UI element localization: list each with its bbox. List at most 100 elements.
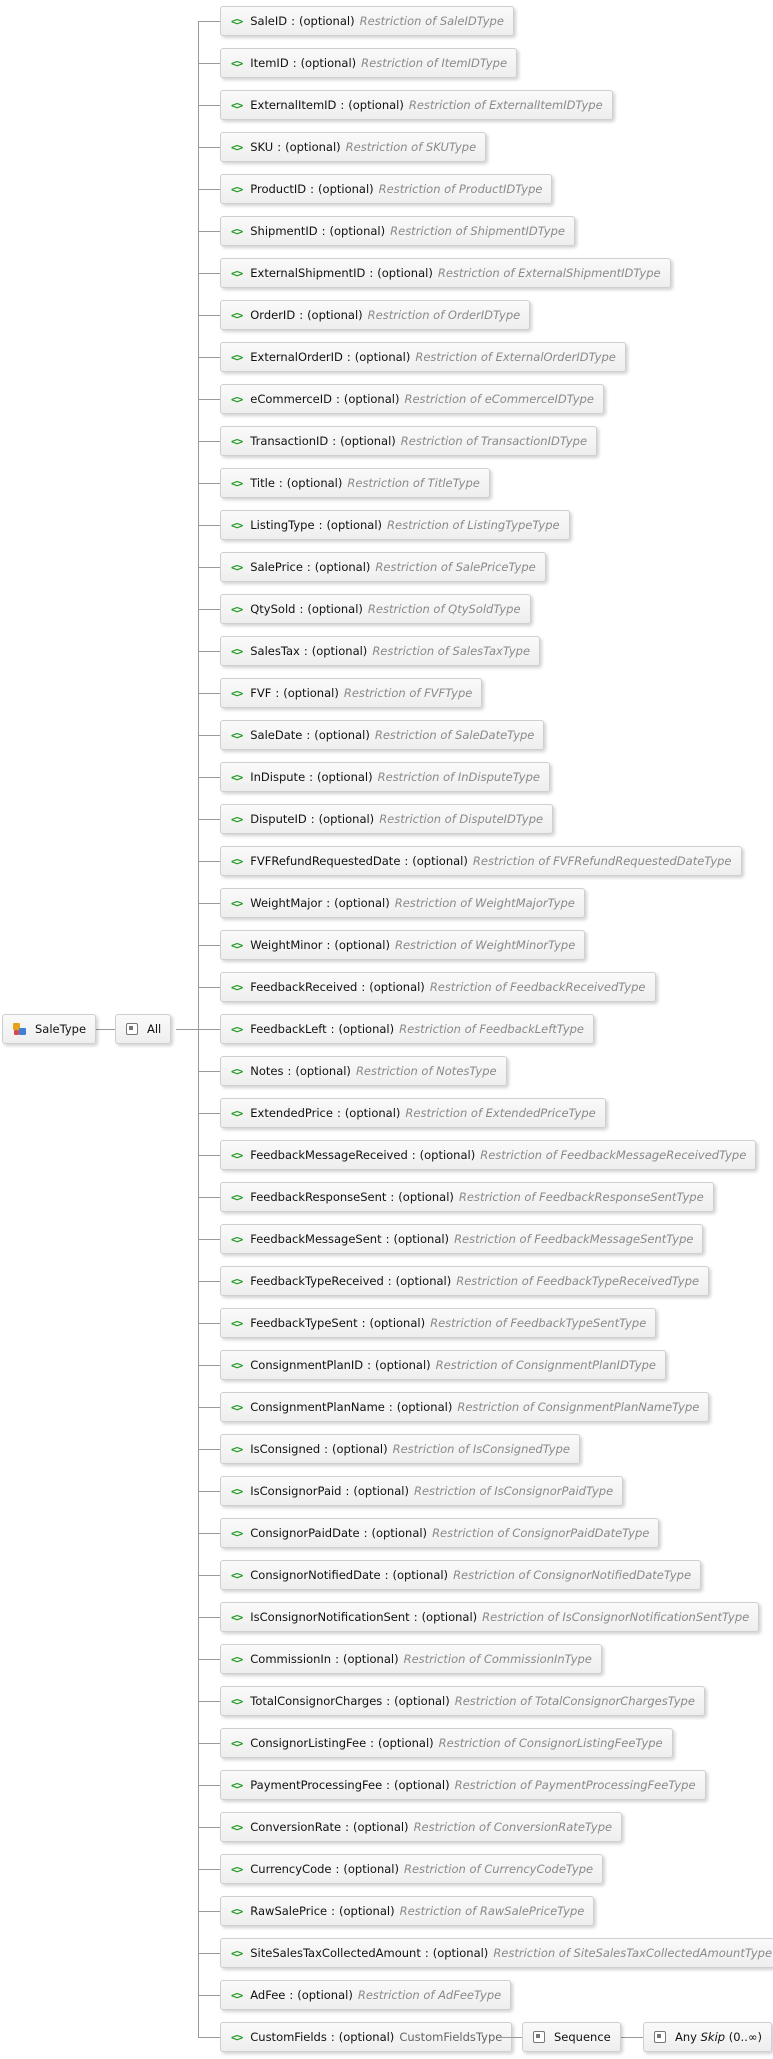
element-node[interactable]: <>ExternalOrderID:(optional)Restriction … [220, 342, 626, 372]
element-node[interactable]: <>InDispute:(optional)Restriction of InD… [220, 762, 550, 792]
element-node[interactable]: <>ConsignmentPlanName:(optional)Restrict… [220, 1392, 710, 1422]
element-node[interactable]: <>FeedbackLeft:(optional)Restriction of … [220, 1014, 595, 1044]
element-node[interactable]: <>FVF:(optional)Restriction of FVFType [220, 678, 483, 708]
element-node[interactable]: <>FVFRefundRequestedDate:(optional)Restr… [220, 846, 742, 876]
element-node[interactable]: <>SalePrice:(optional)Restriction of Sal… [220, 552, 546, 582]
element-node[interactable]: <>FeedbackMessageSent:(optional)Restrict… [220, 1224, 704, 1254]
element-node[interactable]: <>SaleDate:(optional)Restriction of Sale… [220, 720, 545, 750]
element-node[interactable]: <>TotalConsignorCharges:(optional)Restri… [220, 1686, 705, 1716]
element-node[interactable]: <>ConsignorListingFee:(optional)Restrict… [220, 1728, 673, 1758]
element-node[interactable]: <>eCommerceID:(optional)Restriction of e… [220, 384, 604, 414]
element-node[interactable]: <>OrderID:(optional)Restriction of Order… [220, 300, 531, 330]
element-occurrence: (optional) [285, 140, 341, 154]
element-node[interactable]: <>ExternalItemID:(optional)Restriction o… [220, 90, 613, 120]
element-node[interactable]: <>ProductID:(optional)Restriction of Pro… [220, 174, 553, 204]
sequence-compositor[interactable]: Sequence [522, 2022, 621, 2052]
element-icon: <> [231, 98, 243, 112]
root-complex-type[interactable]: SaleType [2, 1014, 97, 1044]
element-node[interactable]: <>SalesTax:(optional)Restriction of Sale… [220, 636, 541, 666]
element-node[interactable]: <>IsConsignorNotificationSent:(optional)… [220, 1602, 760, 1632]
element-node[interactable]: <>DisputeID:(optional)Restriction of Dis… [220, 804, 554, 834]
element-separator: : [310, 182, 315, 196]
element-icon: <> [231, 518, 243, 532]
element-occurrence: (optional) [395, 1274, 452, 1288]
element-name: SalesTax [250, 644, 300, 658]
element-name: SalePrice [250, 560, 303, 574]
element-node[interactable]: <>AdFee:(optional)Restriction of AdFeeTy… [220, 1980, 512, 2010]
element-node[interactable]: <>CustomFields:(optional)CustomFieldsTyp… [220, 2022, 513, 2052]
element-separator: : [346, 350, 351, 364]
root-type-label: SaleType [35, 1022, 87, 1036]
element-separator: : [306, 728, 311, 742]
element-node[interactable]: <>PaymentProcessingFee:(optional)Restric… [220, 1770, 706, 1800]
element-node[interactable]: <>CurrencyCode:(optional)Restriction of … [220, 1854, 604, 1884]
element-connector [198, 2037, 220, 2038]
element-node[interactable]: <>RawSalePrice:(optional)Restriction of … [220, 1896, 595, 1926]
element-node[interactable]: <>ExtendedPrice:(optional)Restriction of… [220, 1098, 606, 1128]
element-node[interactable]: <>IsConsignorPaid:(optional)Restriction … [220, 1476, 624, 1506]
element-node[interactable]: <>ConversionRate:(optional)Restriction o… [220, 1812, 623, 1842]
element-node[interactable]: <>IsConsigned:(optional)Restriction of I… [220, 1434, 580, 1464]
element-node[interactable]: <>WeightMajor:(optional)Restriction of W… [220, 888, 585, 918]
element-node[interactable]: <>FeedbackReceived:(optional)Restriction… [220, 972, 656, 1002]
element-separator: : [321, 224, 326, 238]
element-separator: : [303, 644, 308, 658]
element-separator: : [336, 1106, 341, 1120]
element-name: FVFRefundRequestedDate [250, 854, 401, 868]
element-node[interactable]: <>ListingType:(optional)Restriction of L… [220, 510, 570, 540]
element-type: Restriction of SKUType [345, 140, 477, 154]
element-node[interactable]: <>SiteSalesTaxCollectedAmount:(optional)… [220, 1938, 773, 1968]
element-separator: : [326, 896, 331, 910]
element-connector [198, 63, 220, 64]
element-separator: : [369, 266, 374, 280]
element-node[interactable]: <>QtySold:(optional)Restriction of QtySo… [220, 594, 531, 624]
element-icon: <> [231, 434, 243, 448]
element-occurrence: (optional) [369, 1316, 426, 1330]
element-connector [198, 1743, 220, 1744]
element-icon: <> [231, 1568, 243, 1582]
element-connector [198, 441, 220, 442]
element-node[interactable]: <>ConsignorNotifiedDate:(optional)Restri… [220, 1560, 702, 1590]
element-separator: : [413, 1610, 418, 1624]
element-connector [198, 1533, 220, 1534]
element-separator: : [340, 98, 345, 112]
element-occurrence: (optional) [295, 1064, 351, 1078]
element-node[interactable]: <>ItemID:(optional)Restriction of ItemID… [220, 48, 518, 78]
element-node[interactable]: <>Title:(optional)Restriction of TitleTy… [220, 468, 490, 498]
element-icon: <> [231, 140, 243, 154]
element-node[interactable]: <>ShipmentID:(optional)Restriction of Sh… [220, 216, 575, 246]
element-node[interactable]: <>FeedbackResponseSent:(optional)Restric… [220, 1182, 714, 1212]
element-separator: : [387, 1274, 392, 1288]
all-compositor[interactable]: All [115, 1014, 172, 1044]
element-connector [198, 945, 220, 946]
element-icon: <> [231, 1652, 243, 1666]
element-occurrence: (optional) [311, 644, 368, 658]
element-icon: <> [231, 1316, 243, 1330]
element-occurrence: (optional) [393, 1232, 450, 1246]
element-node[interactable]: <>Notes:(optional)Restriction of NotesTy… [220, 1056, 507, 1086]
element-connector [198, 567, 220, 568]
element-icon: <> [231, 1484, 243, 1498]
element-connector [198, 483, 220, 484]
element-node[interactable]: <>CommissionIn:(optional)Restriction of … [220, 1644, 602, 1674]
element-node[interactable]: <>WeightMinor:(optional)Restriction of W… [220, 930, 586, 960]
element-name: ConsignorNotifiedDate [250, 1568, 381, 1582]
element-node[interactable]: <>FeedbackTypeReceived:(optional)Restric… [220, 1266, 710, 1296]
element-separator: : [330, 1022, 335, 1036]
element-connector [198, 1659, 220, 1660]
element-separator: : [289, 1988, 294, 2002]
any-wildcard[interactable]: Any Skip (0..∞) [643, 2022, 772, 2052]
element-type: Restriction of FeedbackReceivedType [429, 980, 646, 994]
element-node[interactable]: <>FeedbackMessageReceived:(optional)Rest… [220, 1140, 757, 1170]
element-node[interactable]: <>ExternalShipmentID:(optional)Restricti… [220, 258, 671, 288]
element-node[interactable]: <>ConsignorPaidDate:(optional)Restrictio… [220, 1518, 660, 1548]
element-connector [198, 1365, 220, 1366]
all-compositor-label: All [147, 1022, 162, 1036]
element-node[interactable]: <>SaleID:(optional)Restriction of SaleID… [220, 6, 514, 36]
element-node[interactable]: <>FeedbackTypeSent:(optional)Restriction… [220, 1308, 657, 1338]
element-connector [198, 399, 220, 400]
element-node[interactable]: <>SKU:(optional)Restriction of SKUType [220, 132, 487, 162]
element-node[interactable]: <>TransactionID:(optional)Restriction of… [220, 426, 598, 456]
element-connector [198, 357, 220, 358]
element-node[interactable]: <>ConsignmentPlanID:(optional)Restrictio… [220, 1350, 666, 1380]
